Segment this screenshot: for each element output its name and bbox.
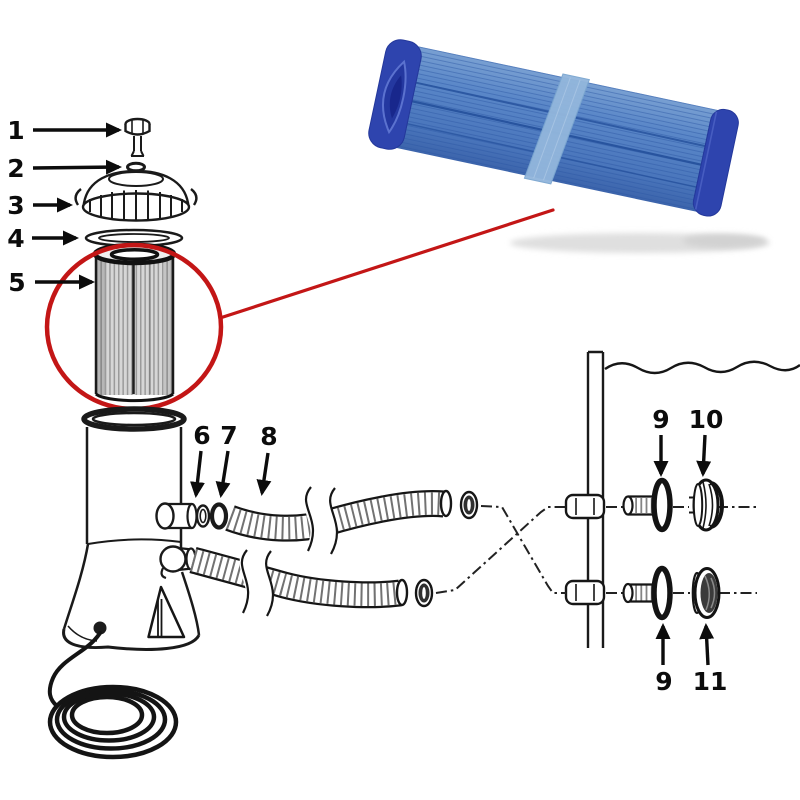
- callout-arrows: [32, 122, 715, 666]
- part-oring-7: [209, 502, 229, 530]
- callout-label-7: 7: [220, 421, 237, 450]
- wall-fitting-lower: [564, 579, 606, 606]
- callout-label-9-bottom: 9: [655, 667, 672, 696]
- callout-arrow-6: [190, 450, 205, 498]
- hose-break-mark: [304, 486, 338, 555]
- callout-arrow-7: [215, 450, 231, 498]
- hose-upper-end-fitting: [459, 490, 479, 520]
- part-9-flange-disc: [651, 477, 673, 533]
- callout-label-10: 10: [689, 405, 724, 434]
- cartridge-band: [523, 73, 591, 185]
- cartridge-shadow-dark: [683, 234, 767, 248]
- callout-label-6: 6: [193, 421, 210, 450]
- hose-break-mark: [303, 477, 337, 559]
- power-cord-coil: [47, 684, 179, 760]
- callout-label-8: 8: [260, 422, 277, 451]
- pump-base: [62, 543, 201, 651]
- callout-label-9-top: 9: [652, 405, 669, 434]
- part-9-lower: [622, 565, 673, 621]
- lid-ribs: [89, 190, 183, 221]
- hose-upper: [225, 477, 453, 559]
- power-cord: [47, 631, 102, 708]
- cartridge-right-end-cap: [692, 108, 739, 217]
- cord-grommet: [93, 621, 107, 635]
- callout-label-4: 4: [7, 224, 24, 253]
- lower-inlet-port: [159, 545, 197, 580]
- pump-tank-rim: [81, 406, 187, 432]
- pump-base-vent-triangle: [147, 585, 186, 639]
- callout-arrow-2: [32, 159, 122, 175]
- callout-label-11: 11: [693, 667, 728, 696]
- hose-break-mark: [240, 549, 274, 617]
- callout-label-2: 2: [7, 154, 24, 183]
- leader-line: [218, 208, 555, 320]
- part-11-cap: [691, 567, 721, 619]
- hose-lower-end-fitting: [414, 578, 434, 608]
- water-line: [604, 360, 800, 375]
- wall-fitting-upper: [564, 493, 606, 520]
- part-filter-lid: [74, 169, 198, 222]
- right-cap-edge-highlight: [694, 111, 718, 210]
- centerline-cross-b: [435, 506, 566, 594]
- part-9-upper: [622, 477, 673, 533]
- callout-label-3: 3: [7, 191, 24, 220]
- centerline-cross-a: [480, 505, 566, 594]
- part-filter-cartridge: [92, 242, 177, 403]
- upper-outlet-port: [155, 502, 198, 530]
- hose-break-mark: [239, 540, 273, 622]
- callout-arrow-11: [699, 623, 715, 666]
- end-cap-handle-core: [389, 75, 402, 119]
- callout-arrow-8: [256, 452, 272, 496]
- part-10-strainer: [689, 478, 724, 532]
- part-9-flange-disc: [651, 565, 673, 621]
- part-valve-oring: [126, 161, 146, 173]
- filter-cartridge-photo: [368, 39, 739, 217]
- callout-labels: 1 2 3 4 5 6 7 8 9 10 9 11: [7, 116, 727, 696]
- callout-arrow-10: [696, 434, 712, 477]
- part-air-release-valve: [124, 117, 151, 157]
- callout-label-1: 1: [7, 116, 24, 145]
- callout-label-5: 5: [8, 268, 25, 297]
- band-texture: [533, 77, 581, 181]
- hose-lower: [189, 540, 409, 622]
- pump-tank: [85, 427, 183, 549]
- part-washer-6: [195, 504, 211, 528]
